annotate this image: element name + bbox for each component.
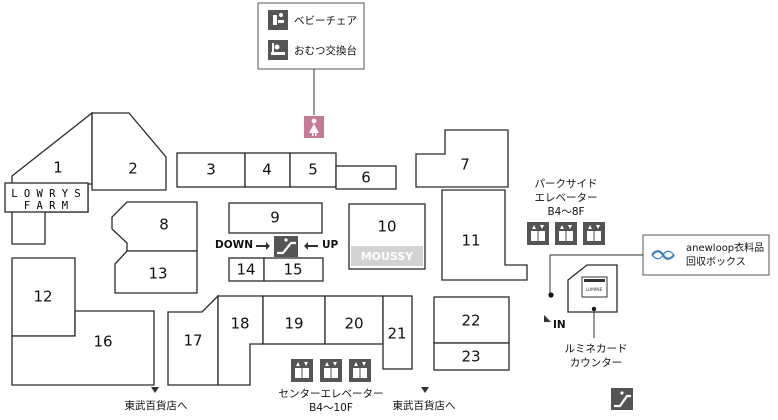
shop-21-number: 21 (387, 325, 406, 343)
shop-8[interactable]: 8 (111, 201, 198, 252)
shop-18[interactable]: 18 (217, 295, 264, 386)
shop-5[interactable]: 5 (289, 152, 337, 188)
diaper-table-icon (268, 40, 288, 60)
shop-11-number: 11 (461, 232, 480, 250)
elevator-icon (291, 359, 313, 382)
lumine-card-counter[interactable]: LUMINE (567, 264, 618, 313)
shop-4-number: 4 (262, 161, 272, 179)
shop-23[interactable]: 23 (433, 342, 510, 371)
shop-3[interactable]: 3 (176, 152, 246, 188)
down-arrow-icon (151, 387, 159, 393)
shop-16[interactable]: 16 (11, 310, 155, 386)
elevator-icon (349, 359, 371, 382)
restroom-icon[interactable] (304, 116, 324, 138)
anewloop-box[interactable]: anewloop衣料品 回収ボックス (642, 234, 770, 276)
shop-12[interactable]: 12 (11, 257, 76, 337)
legend-baby-chair-label: ベビーチェア (294, 15, 357, 27)
moussy-signboard (351, 246, 423, 266)
shop-7[interactable]: 7 (415, 129, 509, 188)
shop-6[interactable]: 6 (335, 165, 397, 190)
shop-17-number: 17 (183, 332, 202, 350)
anewloop-leader-line (549, 254, 643, 293)
park-side-elevator-label: パークサイド エレベーター B4～8F (535, 178, 598, 218)
down-arrow-icon (421, 387, 429, 393)
lowrys-line2: F A R M (24, 200, 68, 212)
shop-9-number: 9 (270, 209, 280, 227)
center-elevator-icons[interactable] (291, 359, 371, 382)
elevator-icon (527, 222, 549, 245)
elevator-icon (320, 359, 342, 382)
shop-5-number: 5 (308, 161, 318, 179)
shop-20-number: 20 (344, 315, 363, 333)
elevator-icon (555, 222, 577, 245)
shop-1-number: 1 (53, 159, 63, 177)
shop-2[interactable]: 2 (91, 112, 167, 191)
counter-location-dot (591, 306, 597, 312)
shop-10-number: 10 (377, 218, 396, 236)
shop-1[interactable]: 1 (11, 111, 93, 245)
shop-2-number: 2 (128, 160, 138, 178)
shop-4[interactable]: 4 (244, 152, 291, 188)
shop-3-number: 3 (206, 161, 216, 179)
anewloop-location-dot (548, 292, 554, 298)
moussy-label: MOUSSY (361, 250, 415, 263)
shop-12-number: 12 (33, 288, 52, 306)
lowrys-line1: L O W R Y S (11, 188, 81, 200)
shop-22[interactable]: 22 (433, 296, 510, 344)
shop-15-number: 15 (283, 261, 302, 279)
counter-line2: カウンター (570, 357, 623, 369)
shop-19[interactable]: 19 (262, 295, 326, 345)
park-elevator-line1: パークサイド (535, 178, 598, 190)
park-elevator-line3: B4～8F (547, 206, 584, 218)
escalator-icon[interactable] (274, 236, 298, 257)
counter-line1: ルミネカード (565, 343, 628, 355)
shop-7-number: 7 (460, 156, 470, 174)
shop-13[interactable]: 13 (114, 250, 198, 294)
escalator-up-label: UP (322, 239, 339, 251)
shop-11[interactable]: 11 (441, 189, 528, 281)
shop-23-number: 23 (461, 348, 480, 366)
shop-9[interactable]: 9 (228, 202, 323, 234)
escalator-down-label: DOWN (215, 239, 253, 251)
shop-19-number: 19 (284, 315, 303, 333)
shop-6-number: 6 (361, 169, 371, 187)
legend-diaper-table-label: おむつ交換台 (294, 44, 357, 57)
park-elevator-icons[interactable] (527, 222, 605, 245)
shop-15[interactable]: 15 (263, 257, 324, 282)
center-elevator-line2: B4～10F (309, 402, 353, 414)
shop-18-number: 18 (230, 315, 249, 333)
entrance-arrow-icon (544, 315, 551, 322)
escalator-icon[interactable] (611, 388, 633, 410)
shop-17[interactable]: 17 (167, 294, 219, 386)
dept-store-left-link[interactable]: 東武百貨店へ (125, 399, 188, 412)
shop-22-number: 22 (461, 312, 480, 330)
shop-13-number: 13 (148, 265, 167, 283)
shop-21[interactable]: 21 (382, 295, 413, 370)
center-elevator-line1: センターエレベーター (279, 388, 384, 400)
shop-10[interactable]: 10 MOUSSY (348, 203, 426, 270)
entrance-label: IN (553, 319, 566, 331)
elevator-icon (583, 222, 605, 245)
shop-14-number: 14 (236, 261, 255, 279)
counter-card-tag: LUMINE (586, 287, 603, 293)
amenity-legend: ベビーチェア おむつ交換台 (257, 2, 365, 70)
baby-chair-icon (268, 10, 288, 30)
shop-20[interactable]: 20 (324, 295, 384, 345)
lowrys-farm-signboard: L O W R Y S F A R M (4, 182, 89, 213)
anewloop-line2: 回収ボックス (686, 256, 746, 268)
arrow-left-icon (304, 242, 318, 250)
shop-16-number: 16 (93, 333, 112, 351)
anewloop-line1: anewloop衣料品 (686, 241, 764, 254)
arrow-right-icon (256, 242, 270, 250)
dept-store-right-link[interactable]: 東武百貨店へ (393, 399, 456, 412)
park-elevator-line2: エレベーター (535, 192, 598, 204)
shop-14[interactable]: 14 (228, 257, 265, 282)
shop-8-number: 8 (159, 216, 169, 234)
